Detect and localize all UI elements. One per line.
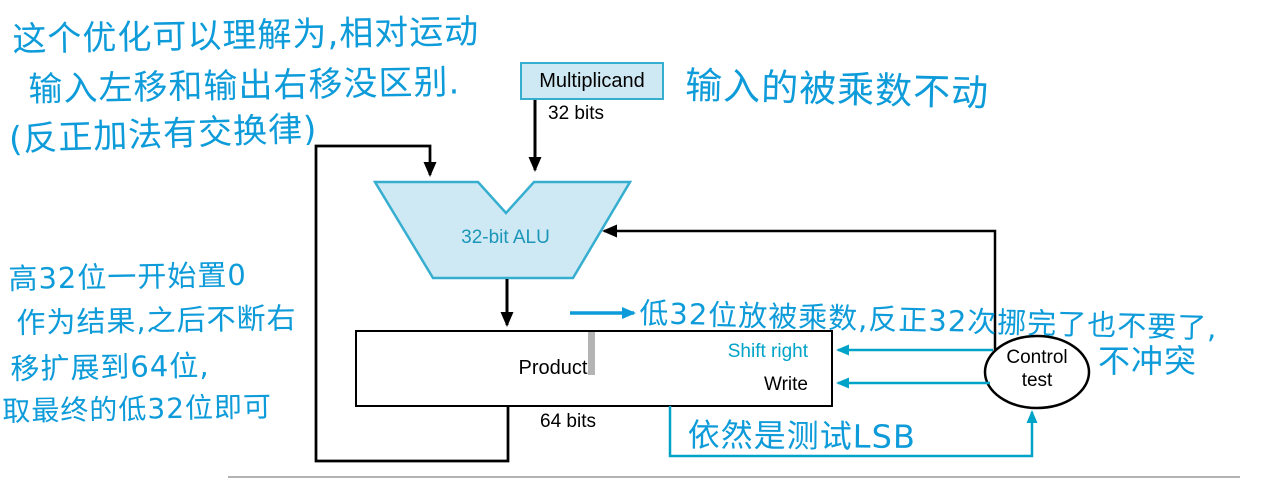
handwritten-top-note-line1: 这个优化可以理解为,相对运动 (12, 11, 480, 60)
handwritten-top-note-line2: 输入左移和输出右移没区别. (28, 62, 461, 110)
product-bits-label: 64 bits (540, 411, 596, 432)
multiplicand-box: Multiplicand (520, 62, 664, 100)
write-label: Write (764, 374, 808, 395)
product-loop-left-wire (314, 144, 510, 463)
handwritten-high-bits-note-line2: 作为结果,之后不断右 (16, 301, 297, 340)
multiplicand-label: Multiplicand (539, 69, 645, 92)
shift-right-label: Shift right (727, 341, 808, 362)
control-test-label-line1: Control (1006, 347, 1068, 368)
control-test-label-line2: test (1021, 370, 1053, 391)
multiplicand-bits-label: 32 bits (548, 103, 604, 124)
handwritten-high-bits-note-line4: 取最终的低32位即可 (2, 390, 273, 428)
handwritten-high-bits-note-line1: 高32位一开始置0 (8, 257, 248, 296)
alu-label: 32-bit ALU (461, 227, 550, 248)
handwritten-top-note-line3: (反正加法有交换律) (8, 109, 319, 160)
control-test-label: Control test (985, 346, 1089, 392)
handwritten-multiplicand-note: 输入的被乘数不动 (684, 63, 990, 115)
handwritten-lsb-note: 依然是测试LSB (687, 415, 917, 456)
handwritten-no-conflict-note: 不冲突 (1098, 342, 1198, 380)
product-label: Product (518, 357, 588, 379)
handwritten-high-bits-note-line3: 移扩展到64位, (10, 348, 210, 386)
